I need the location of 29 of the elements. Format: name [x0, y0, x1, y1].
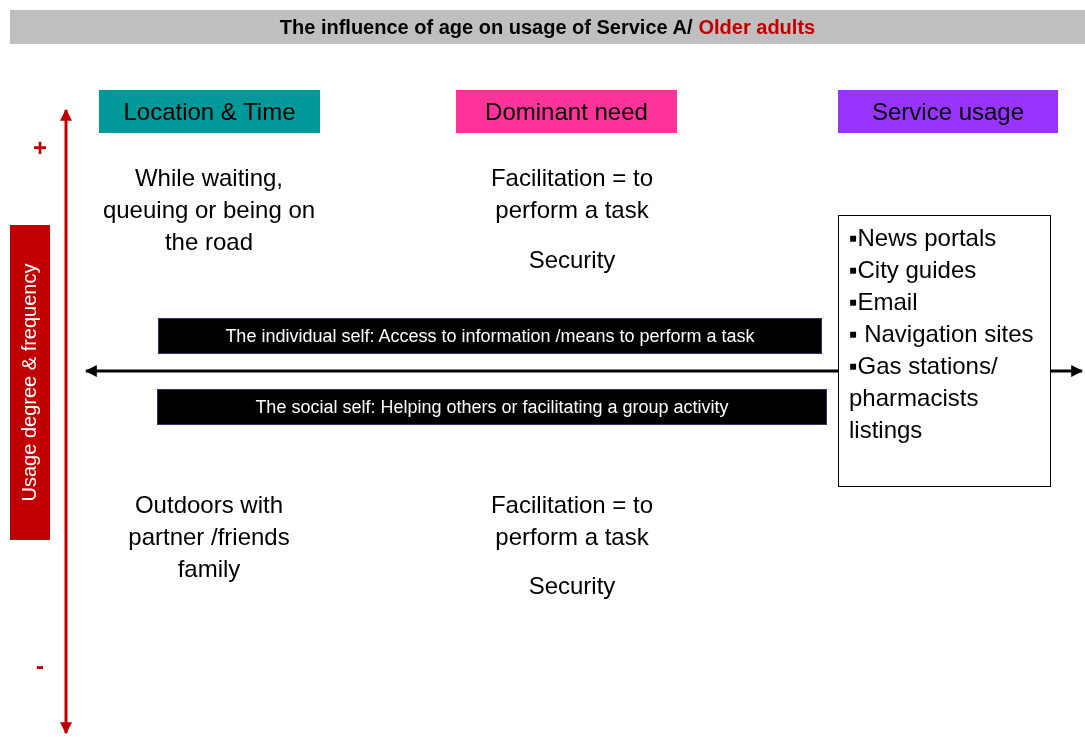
- plus-sign: +: [32, 133, 48, 163]
- axis-label: Usage degree & frequency: [18, 263, 42, 502]
- location-text: Outdoors with partner /friends family: [127, 490, 291, 584]
- header-text: Service usage: [871, 97, 1025, 126]
- header-text: The individual self: Access to information /means to perform a task: [225, 325, 755, 347]
- header-text: Dominant need: [485, 97, 648, 126]
- need-text: Facilitation = to perform a task: [489, 163, 655, 225]
- title-highlight: Older adults: [698, 15, 816, 39]
- self-bar: [158, 318, 822, 354]
- list-item: ▪ Navigation sites: [849, 319, 1034, 349]
- category-header: [838, 90, 1058, 133]
- service-list-box: [838, 215, 1051, 487]
- title-text: The influence of age on usage of Service A/: [279, 15, 693, 39]
- self-bar: [157, 389, 827, 425]
- title-band: [10, 10, 1085, 44]
- minus-sign: -: [35, 651, 45, 681]
- category-header: [456, 90, 677, 133]
- need-text: Security: [527, 571, 617, 601]
- list-item: ▪Email: [849, 287, 918, 317]
- header-text: Location & Time: [123, 97, 296, 126]
- header-text: The social self: Helping others or facilitating a group activity: [255, 396, 729, 418]
- location-text: While waiting, queuing or being on the road: [101, 163, 317, 257]
- axis-label-band: [10, 225, 50, 540]
- category-header: [99, 90, 320, 133]
- need-text: Security: [527, 245, 617, 275]
- list-item: ▪City guides: [849, 255, 977, 285]
- need-text: Facilitation = to perform a task: [489, 490, 655, 552]
- list-item: ▪Gas stations/ pharmacists listings: [849, 351, 999, 445]
- list-item: ▪News portals: [849, 223, 997, 253]
